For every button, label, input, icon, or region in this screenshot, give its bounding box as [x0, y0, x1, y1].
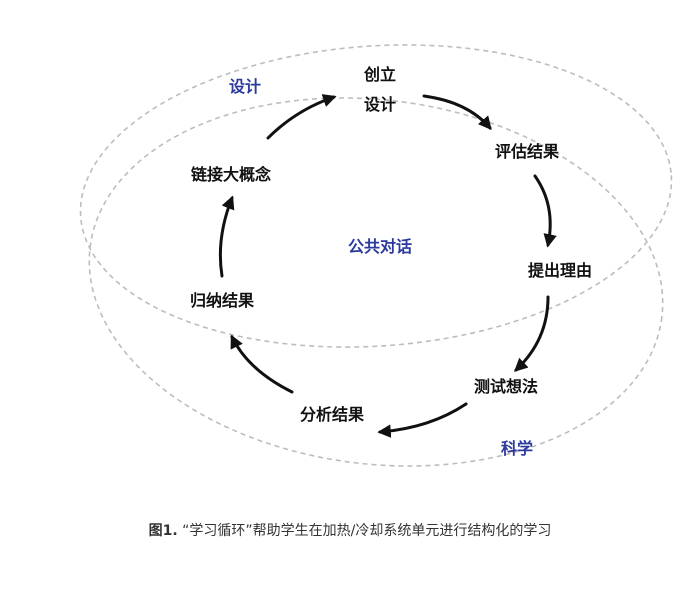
arrow-connect-to-create: [266, 94, 337, 140]
arrow-create-to-evaluate: [422, 94, 492, 131]
step-evaluate-results: 评估结果: [495, 142, 559, 161]
step-test-ideas: 测试想法: [474, 377, 538, 396]
science-region-ellipse: [88, 97, 664, 467]
design-region-ellipse: [79, 44, 673, 348]
step-summarize-results: 归纳结果: [190, 291, 254, 310]
step-connect-big-ideas: 链接大概念: [191, 165, 272, 184]
figure-caption-text: “学习循环”帮助学生在加热/冷却系统单元进行结构化的学习: [182, 523, 552, 539]
step-create-design-line2: 设计: [364, 95, 396, 114]
region-label-science: 科学: [501, 439, 533, 458]
arrow-summarize-to-connect: [218, 195, 235, 278]
arrow-test-to-analyze: [377, 402, 468, 438]
step-give-reasons: 提出理由: [528, 261, 592, 280]
step-analyze-results: 分析结果: [300, 405, 364, 424]
region-label-design: 设计: [229, 77, 261, 96]
region-label-discourse: 公共对话: [348, 237, 412, 256]
arrow-evaluate-to-reasons: [533, 174, 557, 248]
arrow-reasons-to-test: [514, 295, 550, 372]
step-create-design-line1: 创立: [363, 65, 396, 84]
figure-number: 图1.: [148, 523, 178, 539]
arrow-analyze-to-summarize: [230, 334, 294, 394]
figure-caption: 图1. “学习循环”帮助学生在加热/冷却系统单元进行结构化的学习: [0, 520, 700, 540]
